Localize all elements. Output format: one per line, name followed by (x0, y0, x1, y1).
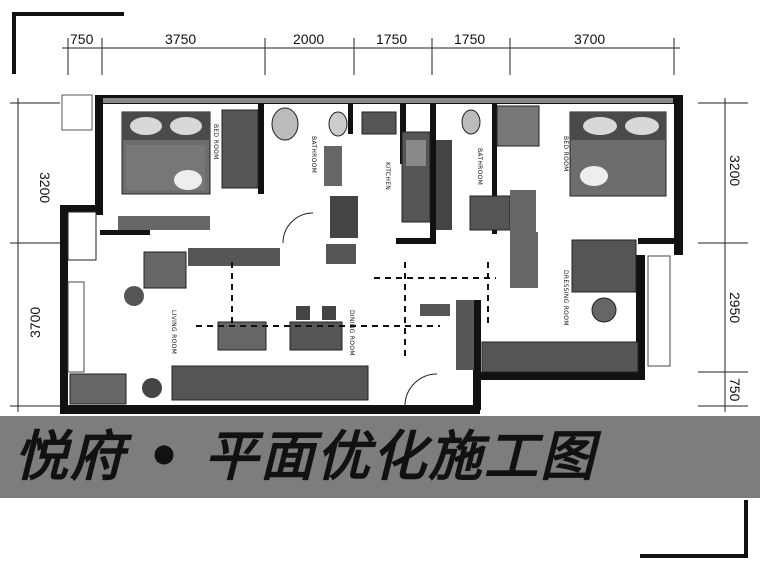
washer-drum (142, 378, 162, 398)
dim-top-6: 3700 (574, 31, 605, 47)
side-counter (420, 304, 450, 316)
window-right (647, 255, 671, 367)
top-dimension-line (62, 38, 680, 75)
wardrobe-left (221, 109, 259, 189)
room-label-kitchen: KITCHEN (384, 162, 391, 190)
dressing-wardrobe (510, 232, 538, 288)
corner-bracket-top-left (12, 12, 124, 74)
left-dimension-line (10, 98, 60, 412)
dim-top-2: 3750 (165, 31, 196, 47)
axis-guides (196, 262, 496, 356)
dim-top-5: 1750 (454, 31, 485, 47)
right-dimension-line (698, 98, 748, 412)
window-left (67, 281, 85, 373)
room-label-bathroom-right: BATHROOM (476, 148, 483, 185)
dim-left-1: 3200 (37, 172, 53, 203)
sofa (171, 365, 369, 401)
door-arc-entry (404, 373, 438, 407)
room-label-dining-room: DINING ROOM (348, 310, 355, 356)
dim-right-2: 2950 (727, 292, 743, 323)
kitchen-cabinet (330, 196, 358, 238)
room-label-living-room: LIVING ROOM (170, 310, 177, 354)
column-block (456, 300, 474, 370)
bed-right (569, 111, 667, 197)
dressing-stool (591, 297, 617, 323)
dim-left-2: 3700 (27, 307, 43, 338)
desk-left (118, 216, 210, 230)
armchair (143, 251, 187, 289)
right-column (61, 94, 93, 131)
shoe-cabinet (67, 211, 97, 261)
toilet-left (271, 107, 299, 141)
corner-bracket-bottom-right (640, 500, 748, 558)
room-label-dressing-room: DRESSING ROOM (562, 270, 569, 326)
sink-left (328, 111, 348, 137)
kitchen-stove (406, 140, 426, 166)
toilet-right (461, 109, 481, 135)
kitchen-sink (361, 111, 397, 135)
banner-title: 悦府 • 平面优化施工图 (14, 425, 597, 488)
dressing-counter (481, 341, 639, 373)
room-label-bedroom-left: BED ROOM (212, 124, 219, 160)
top-wall-shade (103, 98, 673, 103)
door-arc-bedroom (282, 212, 314, 244)
dim-right-1: 3200 (727, 155, 743, 186)
tv-cabinet (188, 248, 280, 266)
shower-right (496, 105, 540, 147)
room-label-bathroom-left: BATHROOM (310, 136, 317, 173)
washer (69, 373, 127, 405)
dim-top-3: 2000 (293, 31, 324, 47)
counter-bar (326, 244, 356, 264)
dining-chair-1 (296, 306, 310, 320)
dining-chair-2 (322, 306, 336, 320)
dim-top-4: 1750 (376, 31, 407, 47)
vanity-left (324, 146, 342, 186)
room-label-bedroom-right: BED ROOM (562, 136, 569, 172)
kitchen-fridge (436, 140, 452, 230)
dim-top-1: 750 (70, 31, 94, 47)
side-table (124, 286, 144, 306)
dressing-cabinet (571, 239, 637, 293)
title-banner: 悦府 • 平面优化施工图 (0, 416, 760, 498)
bathtub-right (469, 195, 511, 231)
bed-left (121, 111, 211, 195)
dim-right-3: 750 (727, 378, 743, 402)
